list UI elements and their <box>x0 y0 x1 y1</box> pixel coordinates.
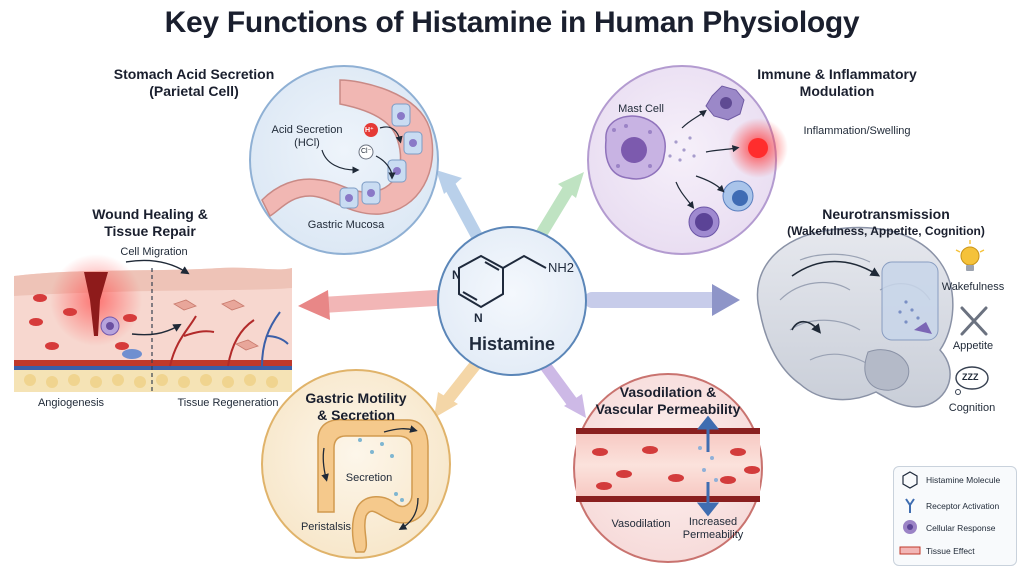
tissue-regeneration-label: Tissue Regeneration <box>177 397 279 409</box>
legend-item-tissue-effect: Tissue Effect <box>926 546 975 556</box>
arrow-to-stomach <box>436 170 484 244</box>
acid-secretion-label: Acid Secretion (HCl) <box>271 124 343 149</box>
arrow-to-vaso <box>538 358 586 418</box>
permeability-label: Increased Permeability <box>682 516 744 541</box>
arrow-to-motility <box>434 358 482 418</box>
cell-response-icon <box>903 520 917 534</box>
fork-knife-icon <box>960 306 988 336</box>
legend-icons <box>899 471 921 555</box>
nh2-group-label: NH2 <box>548 260 575 275</box>
wound-title: Wound Healing & Tissue Repair <box>92 206 208 239</box>
brain-panel <box>756 226 989 408</box>
cognition-label: Cognition <box>948 402 996 414</box>
page-title: Key Functions of Histamine in Human Phys… <box>164 6 860 39</box>
h-ion-label: H⁺ <box>365 127 374 134</box>
histamine-label: Histamine <box>468 334 556 354</box>
ring-n-top: N <box>452 268 461 282</box>
vaso-title: Vasodilation & Vascular Permeability <box>595 384 741 417</box>
secretion-label: Secretion <box>345 472 393 484</box>
cell-migration-label: Cell Migration <box>120 246 188 258</box>
stomach-title: Stomach Acid Secretion (Parietal Cell) <box>113 66 275 99</box>
immune-panel <box>587 65 788 255</box>
legend: Histamine Molecule Receptor Activation C… <box>893 466 1017 566</box>
arrow-to-wound <box>298 290 444 320</box>
peristalsis-label: Peristalsis <box>300 521 352 533</box>
vasodilation-label: Vasodilation <box>611 518 671 530</box>
wakefulness-label: Wakefulness <box>941 281 1005 293</box>
arrow-to-neuro <box>584 284 740 316</box>
cl-ion-label: Cl⁻ <box>361 148 372 155</box>
sleep-bubble-icon <box>955 366 989 395</box>
wound-panel <box>14 254 292 392</box>
zzz-label: ZZZ <box>962 372 979 382</box>
tissue-effect-icon <box>899 546 921 555</box>
vaso-panel <box>573 373 763 563</box>
motility-title: Gastric Motility & Secretion <box>305 390 407 423</box>
histamine-molecule-icon <box>902 471 918 489</box>
legend-item-receptor-activation: Receptor Activation <box>926 501 1000 511</box>
ring-n-bottom: N <box>474 311 483 325</box>
histamine-center-node <box>437 226 587 376</box>
legend-item-cellular-response: Cellular Response <box>926 523 996 533</box>
inflammation-label: Inflammation/Swelling <box>803 125 911 137</box>
arrow-to-immune <box>534 172 584 242</box>
neuro-title: Neurotransmission (Wakefulness, Appetite… <box>787 206 985 238</box>
receptor-icon <box>905 498 915 513</box>
motility-panel <box>261 369 451 559</box>
stomach-panel <box>249 65 439 255</box>
lightbulb-icon <box>955 240 985 271</box>
histamine-molecule-structure <box>458 254 547 309</box>
legend-item-histamine-molecule: Histamine Molecule <box>926 475 1001 485</box>
angiogenesis-label: Angiogenesis <box>37 397 105 409</box>
immune-title: Immune & Inflammatory Modulation <box>757 66 917 99</box>
mast-cell-label: Mast Cell <box>618 103 664 115</box>
gastric-mucosa-label: Gastric Mucosa <box>307 219 385 231</box>
appetite-label: Appetite <box>952 340 994 352</box>
